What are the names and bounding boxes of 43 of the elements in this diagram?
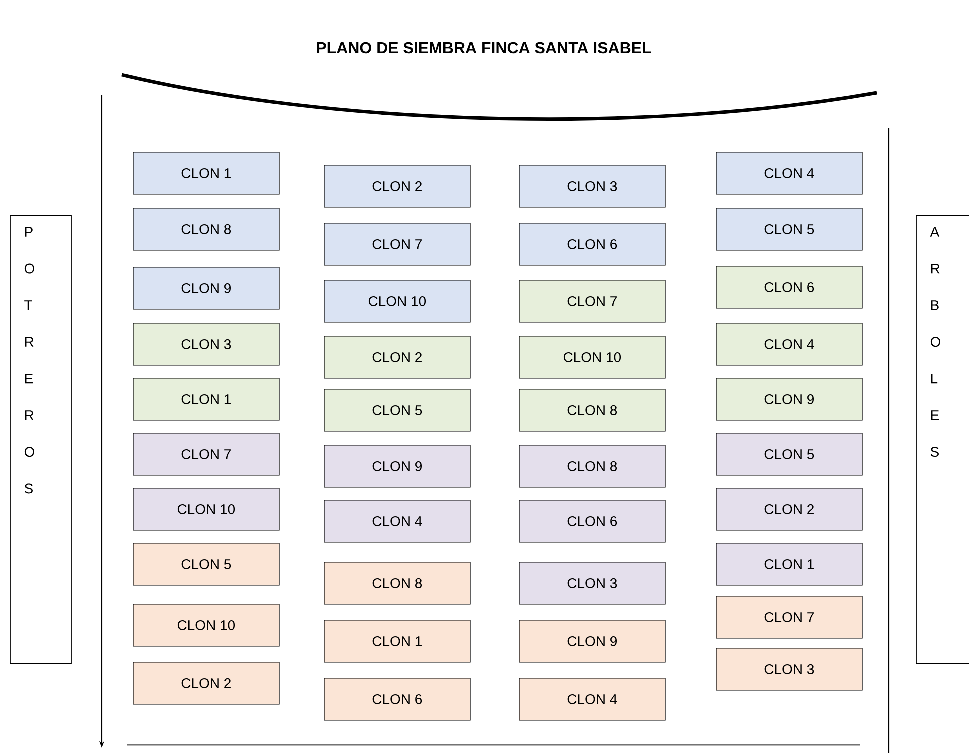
clone-box: CLON 3 [716, 648, 863, 691]
clone-box: CLON 10 [324, 280, 471, 323]
clone-box: CLON 2 [324, 336, 471, 379]
clone-box: CLON 1 [133, 152, 280, 195]
clone-box: CLON 1 [716, 543, 863, 586]
clone-box: CLON 10 [133, 604, 280, 647]
clone-box: CLON 4 [716, 323, 863, 366]
clone-box: CLON 10 [519, 336, 666, 379]
clone-box: CLON 8 [519, 445, 666, 488]
clone-box: CLON 4 [324, 500, 471, 543]
clone-box: CLON 9 [133, 267, 280, 310]
title: PLANO DE SIEMBRA FINCA SANTA ISABEL [317, 42, 652, 54]
clone-box: CLON 7 [133, 433, 280, 476]
clone-box: CLON 2 [716, 488, 863, 531]
clone-box: CLON 7 [519, 280, 666, 323]
clone-box: CLON 9 [716, 378, 863, 421]
clone-box: CLON 10 [133, 488, 280, 531]
clone-box: CLON 3 [519, 562, 666, 605]
clone-box: CLON 5 [716, 433, 863, 476]
clone-box: CLON 6 [716, 266, 863, 309]
clone-box: CLON 4 [716, 152, 863, 195]
clone-box: CLON 8 [133, 208, 280, 251]
clone-box: CLON 8 [324, 562, 471, 605]
clone-box: CLON 4 [519, 678, 666, 721]
clone-box: CLON 7 [716, 596, 863, 639]
clone-box: CLON 3 [133, 323, 280, 366]
side-label-box: A R B O L E S [916, 215, 969, 664]
clone-box: CLON 2 [133, 662, 280, 705]
clone-box: CLON 2 [324, 165, 471, 208]
clone-box: CLON 5 [324, 389, 471, 432]
clone-box: CLON 6 [324, 678, 471, 721]
clone-box: CLON 6 [519, 500, 666, 543]
clone-box: CLON 9 [519, 620, 666, 663]
clone-box: CLON 7 [324, 223, 471, 266]
clone-box: CLON 8 [519, 389, 666, 432]
clone-box: CLON 1 [133, 378, 280, 421]
side-label-box: P O T R E R O S [10, 215, 72, 664]
clone-box: CLON 6 [519, 223, 666, 266]
clone-box: CLON 5 [716, 208, 863, 251]
clone-box: CLON 1 [324, 620, 471, 663]
clone-box: CLON 3 [519, 165, 666, 208]
clone-box: CLON 9 [324, 445, 471, 488]
clone-box: CLON 5 [133, 543, 280, 586]
